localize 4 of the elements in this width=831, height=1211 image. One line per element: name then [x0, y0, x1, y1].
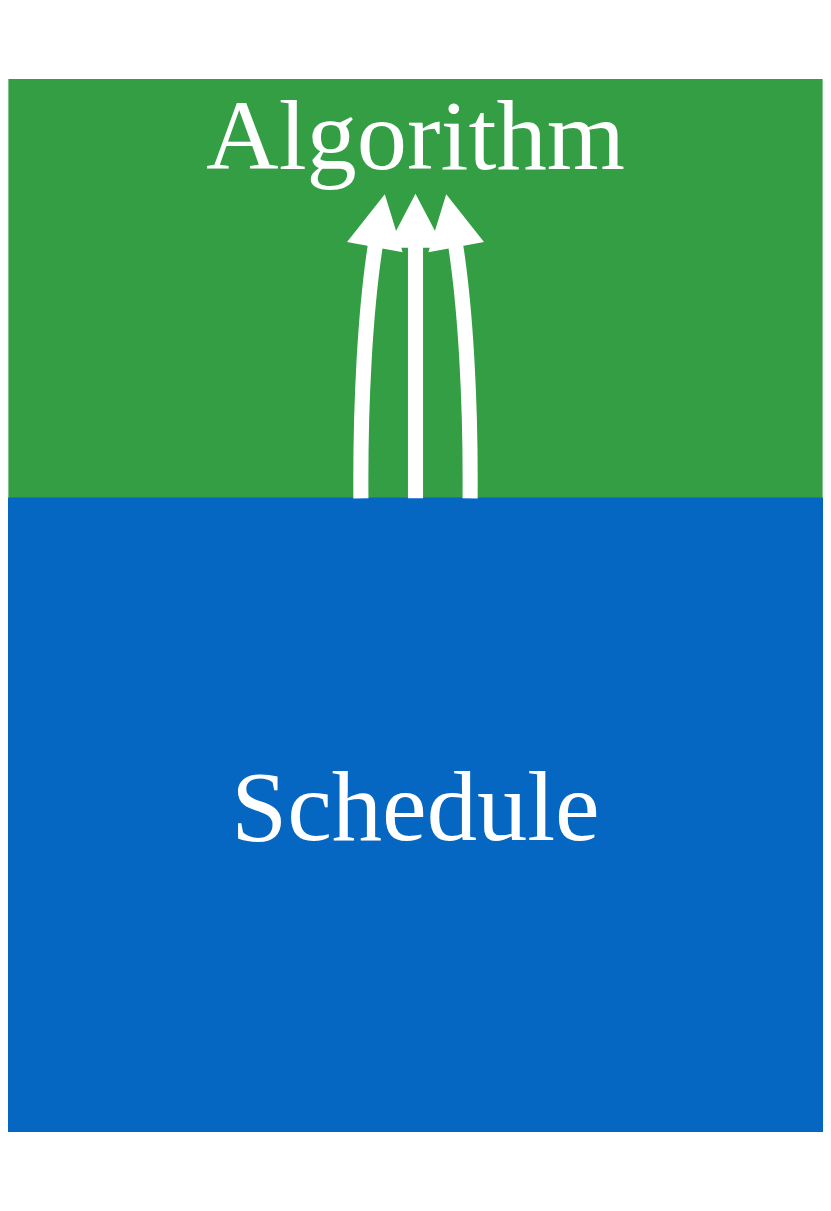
arrow [347, 194, 403, 499]
node-text: Algorithm [206, 79, 625, 192]
node-box: Schedule [8, 497, 823, 1132]
arrow [428, 194, 484, 499]
